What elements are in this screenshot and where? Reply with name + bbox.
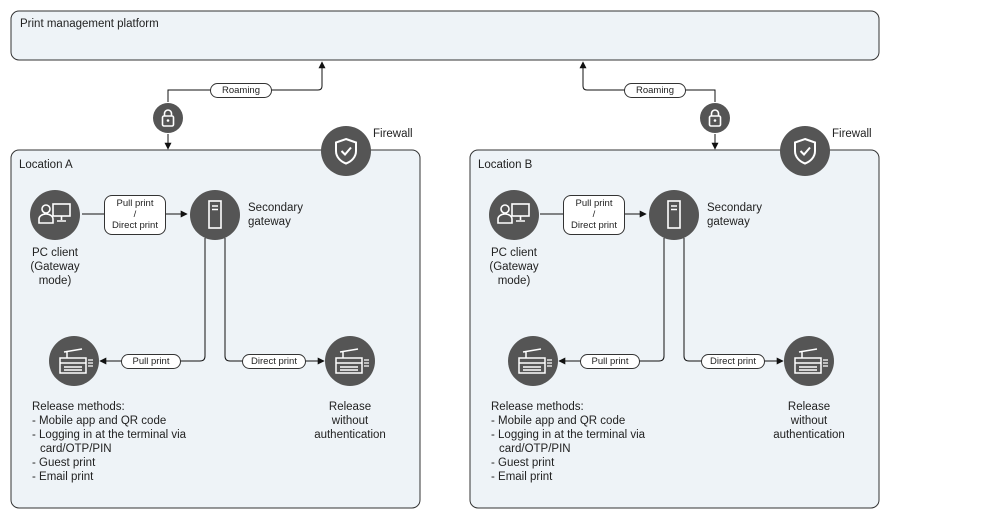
gateway-direct-line-a	[224, 238, 325, 365]
pc-client-icon	[30, 190, 80, 240]
printer-icon	[325, 336, 375, 386]
release-methods-a: Release methods: - Mobile app and QR cod…	[32, 401, 187, 483]
location-a-title: Location A	[19, 159, 73, 171]
release-noauth-b: Release without authentication	[773, 401, 845, 441]
printer-icon	[49, 336, 99, 386]
server-gateway-icon	[190, 190, 240, 240]
gateway-direct-line-b	[683, 238, 784, 365]
release-methods-b: Release methods: - Mobile app and QR cod…	[491, 401, 646, 483]
location-b-title: Location B	[478, 159, 533, 171]
platform-title: Print management platform	[20, 18, 159, 30]
pc-client-label-a: PC client (Gateway mode)	[30, 247, 80, 287]
pc-client-icon	[489, 190, 539, 240]
roaming-line-a	[167, 61, 326, 102]
firewall-label-a: Firewall	[373, 128, 413, 140]
platform-box	[10, 10, 880, 61]
pull-print-pill-b: Pull print	[580, 354, 640, 369]
printer-icon	[508, 336, 558, 386]
location-b-box	[469, 149, 880, 509]
firewall-shield-icon	[321, 126, 371, 176]
pull-print-pill-a: Pull print	[121, 354, 181, 369]
lock-icon	[700, 103, 730, 133]
roaming-line-b	[579, 61, 716, 102]
roaming-pill-b: Roaming	[624, 83, 686, 98]
gateway-label-a: Secondary gateway	[248, 202, 303, 228]
lock-icon	[153, 103, 183, 133]
server-gateway-icon	[649, 190, 699, 240]
pull-direct-pill-b: Pull print / Direct print	[563, 195, 625, 235]
pc-client-label-b: PC client (Gateway mode)	[489, 247, 539, 287]
direct-print-pill-b: Direct print	[701, 354, 765, 369]
gateway-pull-line-a	[99, 238, 206, 365]
firewall-shield-icon	[780, 126, 830, 176]
pull-direct-pill-a: Pull print / Direct print	[104, 195, 166, 235]
firewall-label-b: Firewall	[832, 128, 872, 140]
gateway-label-b: Secondary gateway	[707, 202, 762, 228]
printer-icon	[784, 336, 834, 386]
release-noauth-a: Release without authentication	[314, 401, 386, 441]
roaming-pill-a: Roaming	[210, 83, 272, 98]
gateway-pull-line-b	[558, 238, 665, 365]
location-a-box	[10, 149, 421, 509]
direct-print-pill-a: Direct print	[242, 354, 306, 369]
